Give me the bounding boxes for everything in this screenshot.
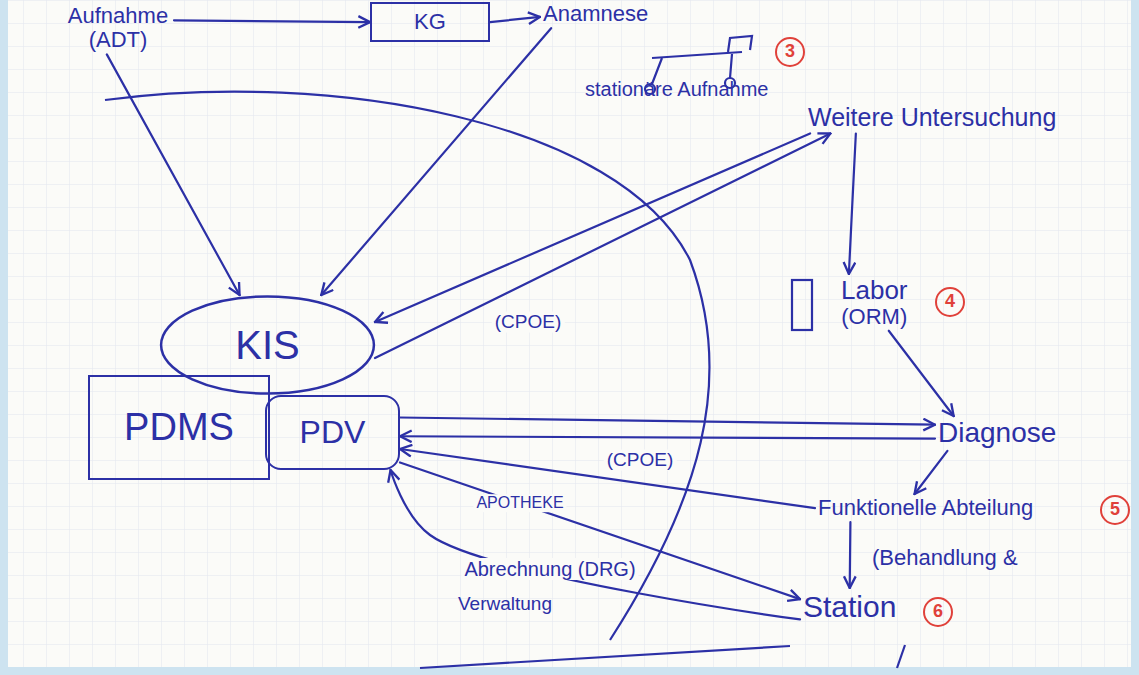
edge-label: Abrechnung (DRG) xyxy=(461,558,638,580)
step-circle xyxy=(936,288,964,316)
flow-arrow xyxy=(915,451,948,494)
step-circle xyxy=(924,598,952,626)
flow-arrow xyxy=(400,449,815,508)
paper-sheet xyxy=(8,0,1131,667)
lab-text: Labor(ORM) xyxy=(838,274,911,331)
edge-label: APOTHEKE xyxy=(473,494,566,512)
callout-number: 3 xyxy=(785,42,795,62)
callout-number: 6 xyxy=(933,602,943,622)
paper-grid xyxy=(8,0,1131,667)
step-circle xyxy=(1101,496,1129,524)
pdms-box: PDMS xyxy=(88,375,270,480)
node-text: PDV xyxy=(300,415,366,450)
flow-arrow xyxy=(490,17,540,22)
node-text: KIS xyxy=(235,323,299,367)
ward-text: Station xyxy=(800,588,899,625)
anamnesis-text: Anamnese xyxy=(540,0,651,28)
node-text: (ORM) xyxy=(841,305,907,329)
node-text: Labor xyxy=(841,276,908,305)
step-circle xyxy=(776,38,804,66)
node-text: Diagnose xyxy=(938,418,1056,449)
record-box: KG xyxy=(370,2,490,42)
station-stroke xyxy=(897,645,905,668)
flow-arrow xyxy=(889,331,954,416)
flow-arrow xyxy=(375,134,810,323)
flow-arrow xyxy=(107,54,240,295)
admin-stroke xyxy=(420,646,790,668)
node-text: Weitere Untersuchung xyxy=(808,104,1056,132)
flow-arrow xyxy=(174,20,370,22)
flow-arrow xyxy=(400,436,935,438)
flow-arrow xyxy=(849,522,852,588)
callout-number: 5 xyxy=(1110,500,1120,520)
node-text: Aufnahme (ADT) xyxy=(65,4,171,52)
examination-text: Weitere Untersuchung xyxy=(805,102,1059,134)
department-text: Funktionelle Abteilung xyxy=(815,494,1036,522)
admission-text: Aufnahme (ADT) xyxy=(62,2,174,54)
callout-number: 4 xyxy=(945,292,955,312)
stretcher-frame xyxy=(652,52,742,58)
flow-arrow xyxy=(375,134,830,359)
pdv-box: PDV xyxy=(265,395,400,470)
node-text: Station xyxy=(803,590,896,623)
flow-arrow xyxy=(400,418,935,425)
diagnosis-text: Diagnose xyxy=(935,416,1059,451)
lab-device-symbol xyxy=(792,280,812,330)
node-text: Anamnese xyxy=(543,2,648,26)
admission-note: stationäre Aufnahme xyxy=(585,78,768,100)
stretcher-head xyxy=(728,36,752,52)
edge-label: (CPOE) xyxy=(492,312,565,333)
flow-arrow xyxy=(849,134,856,275)
node-text: Funktionelle Abteilung xyxy=(818,496,1033,520)
flow-arrow xyxy=(400,463,800,600)
node-text: PDMS xyxy=(124,407,234,449)
flow-arrow xyxy=(391,470,800,619)
boundary-arc xyxy=(105,92,710,640)
flow-arrow xyxy=(321,28,551,295)
ellipse-line xyxy=(161,297,374,394)
node-text: KG xyxy=(414,10,446,34)
edge-label: (CPOE) xyxy=(604,450,677,471)
step-circles xyxy=(776,38,1129,626)
administration-note: Verwaltung xyxy=(458,594,552,615)
treatment-note: (Behandlung & xyxy=(872,546,1018,570)
his-ellipse: KIS xyxy=(160,295,375,395)
